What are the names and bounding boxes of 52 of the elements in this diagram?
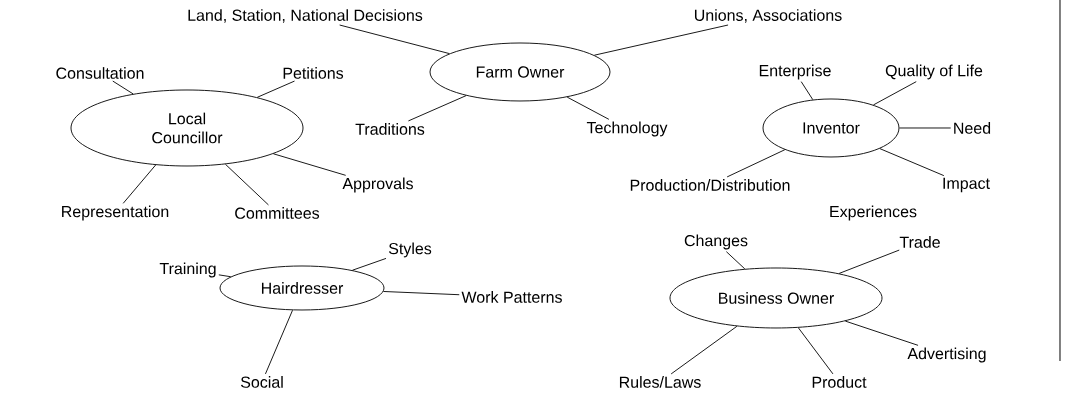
branch-label: Technology — [586, 121, 668, 137]
branch-label: Experiences — [830, 205, 917, 221]
connector-line — [593, 24, 729, 56]
branch-label: Work Patterns — [461, 291, 562, 303]
connector-line — [879, 148, 945, 177]
connector-line — [800, 81, 814, 101]
connector-line — [112, 80, 134, 95]
connector-line — [407, 95, 467, 122]
ellipse-node: Farm Owner — [429, 42, 611, 102]
ellipse-node: Hairdresser — [219, 265, 385, 311]
branch-label: Rules/Laws — [619, 376, 701, 388]
branch-label: Trade — [899, 236, 940, 248]
connector-line — [670, 325, 738, 375]
connector-line — [844, 320, 919, 346]
branch-label: Social — [240, 376, 283, 388]
branch-label: Changes — [684, 234, 748, 250]
connector-line — [383, 291, 460, 296]
branch-label: Styles — [388, 242, 432, 258]
connector-line — [272, 153, 347, 176]
branch-label: Quality of Life — [885, 64, 983, 80]
connector-line — [122, 164, 157, 204]
connector-line — [225, 163, 269, 206]
branch-label: Impact — [943, 177, 990, 193]
connector-line — [352, 257, 387, 271]
branch-label: Petitions — [283, 67, 344, 79]
branch-label: Training — [159, 262, 216, 278]
branch-label: Land, Station, National Decisions — [188, 9, 423, 23]
connector-line — [725, 251, 746, 270]
connector-line — [265, 309, 293, 375]
branch-label: Unions, Associations — [695, 9, 842, 23]
connector-line — [797, 327, 834, 375]
branch-label: Product — [812, 376, 867, 388]
connector-line — [838, 249, 900, 274]
connector-line — [256, 80, 295, 98]
branch-label: Enterprise — [759, 64, 831, 80]
connector-line — [218, 274, 232, 278]
branch-label: Committees — [235, 207, 320, 219]
ellipse-node: Inventor — [762, 98, 900, 158]
ellipse-node: Business Owner — [669, 267, 883, 329]
connector-line — [339, 24, 450, 55]
branch-label: Representation — [62, 205, 169, 221]
ellipse-node: Local Councillor — [70, 89, 304, 167]
branch-label: Production/Distribution — [630, 179, 790, 191]
branch-label: Approvals — [342, 177, 413, 193]
connector-line — [873, 81, 917, 106]
connector-line — [566, 96, 610, 120]
branch-label: Advertising — [907, 347, 986, 363]
branch-label: Consultation — [56, 67, 144, 79]
connector-line — [726, 149, 786, 178]
connector-line — [899, 127, 952, 129]
branch-label: Need — [954, 122, 991, 134]
branch-label: Traditions — [355, 123, 425, 135]
